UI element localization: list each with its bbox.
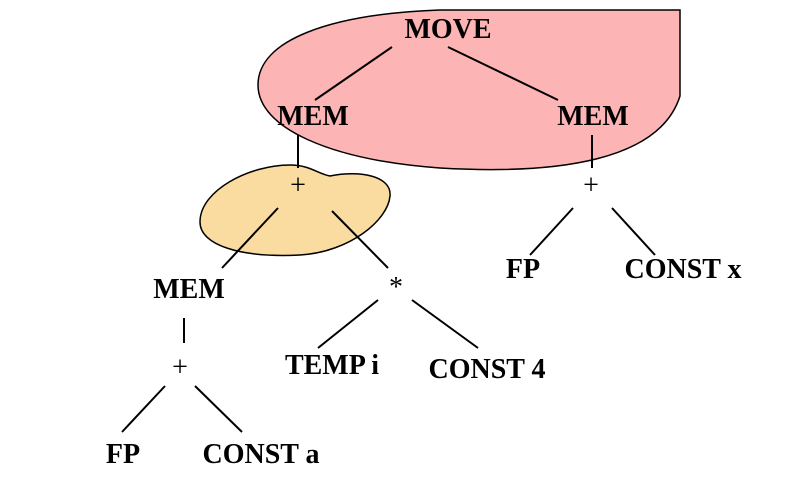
node-temp-i: TEMP i [285,350,379,381]
node-mem-inner: MEM [153,274,225,305]
node-mem-left: MEM [277,101,349,132]
edge-move-memleft [314,46,393,101]
node-fp-right: FP [506,254,540,285]
edge-plusinner-fp [121,385,166,433]
node-plus-right: + [583,170,599,201]
node-move: MOVE [404,14,491,45]
node-const-a: CONST a [203,439,320,470]
node-times: * [389,272,403,303]
edge-plusinner-consta [194,385,243,433]
edge-times-const4 [411,299,479,349]
edge-plusright-constx [611,207,656,256]
edge-move-memright [447,46,559,101]
move-tile-highlight [257,9,681,171]
edge-plusright-fp [529,207,574,256]
node-const-x: CONST x [625,254,742,285]
node-const-4: CONST 4 [429,354,546,385]
edge-times-tempi [317,299,379,349]
node-fp-bottom: FP [106,439,140,470]
node-plus-inner: + [172,352,188,383]
edge-plusleft-times [331,210,389,269]
node-mem-right: MEM [557,101,629,132]
node-plus-left: + [290,170,306,201]
edge-plusleft-meminner [221,207,279,269]
